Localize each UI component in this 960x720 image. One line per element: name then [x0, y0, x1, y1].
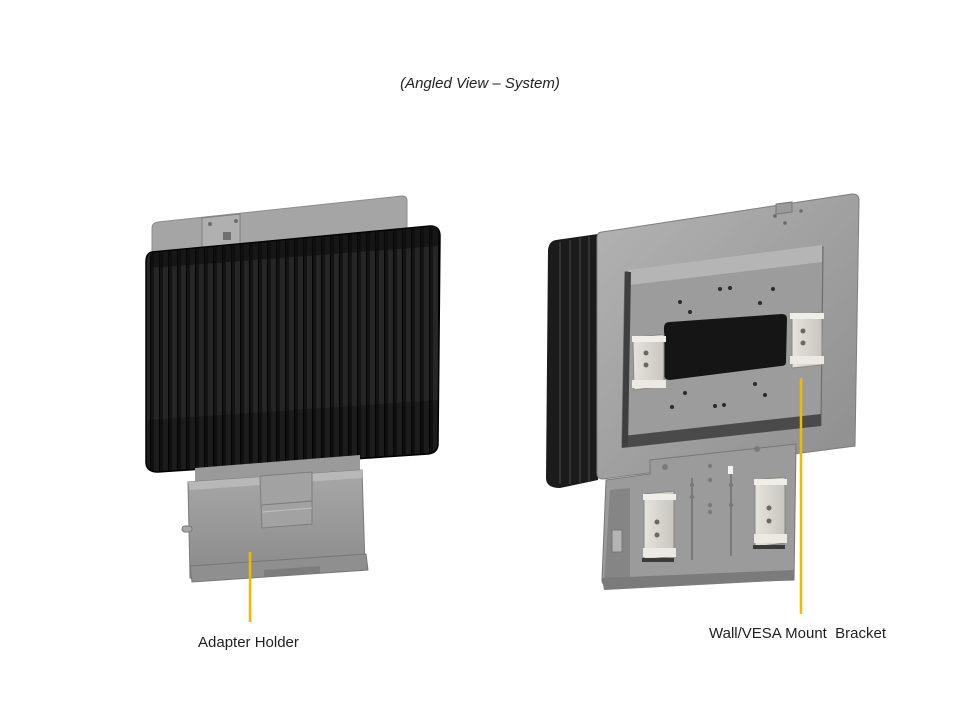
right-device-rear-view: [546, 193, 860, 590]
din-clip-upper-left: [632, 333, 666, 391]
adapter-holder-label: Adapter Holder: [198, 634, 299, 651]
figure-caption: (Angled View – System): [400, 75, 560, 92]
din-clip-lower-left: [642, 490, 676, 562]
wall-vesa-mount-bracket-label: Wall/VESA Mount Bracket: [709, 625, 887, 642]
din-clip-lower-right: [753, 476, 787, 549]
din-clip-upper-right: [790, 311, 824, 369]
left-device-front-view: [145, 195, 441, 583]
